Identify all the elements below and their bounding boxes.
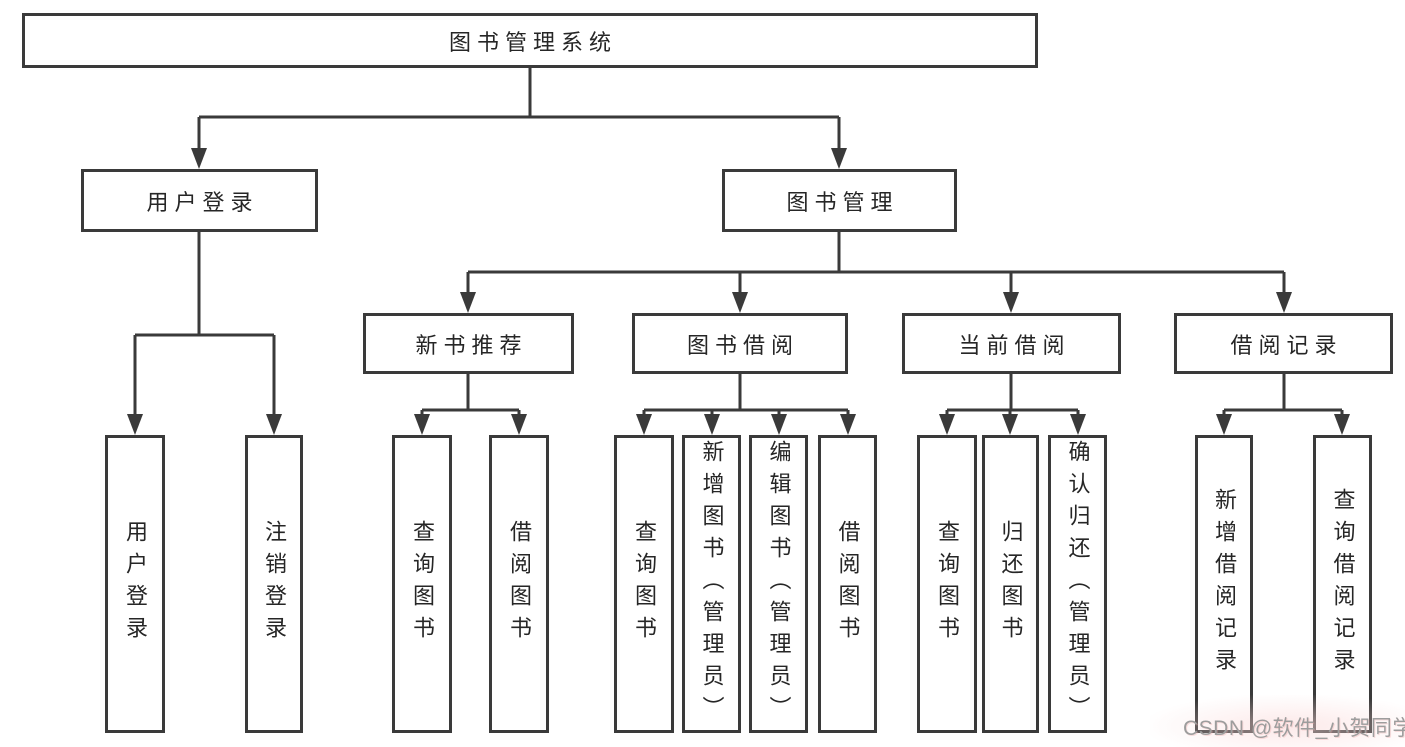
leaf-label: 用户登录	[123, 520, 148, 648]
leaf-label: 查询图书	[632, 520, 657, 648]
leaf-label: 借阅图书	[835, 520, 861, 648]
leaf-label: 归还图书	[998, 520, 1024, 648]
leaf-label: 新增图书（管理员）	[699, 440, 725, 728]
leaf-label: 查询借阅记录	[1330, 488, 1356, 680]
node-borrow-records: 借阅记录	[1174, 313, 1393, 374]
leaf-borrow-books-borrow: 借阅图书	[818, 435, 877, 733]
leaf-query-books-borrow: 查询图书	[614, 435, 674, 733]
leaf-query-books-current: 查询图书	[917, 435, 977, 733]
node-book-borrow: 图书借阅	[632, 313, 848, 374]
node-user-login: 用户登录	[81, 169, 318, 232]
leaf-label: 确认归还（管理员）	[1065, 440, 1091, 728]
leaf-return-book: 归还图书	[982, 435, 1039, 733]
leaf-label: 借阅图书	[507, 520, 532, 648]
node-new-book-recommend: 新书推荐	[363, 313, 574, 374]
leaf-add-borrow-record: 新增借阅记录	[1195, 435, 1253, 733]
arrowheads	[127, 148, 1350, 435]
leaf-label: 查询图书	[935, 520, 960, 648]
leaf-label: 查询图书	[410, 520, 435, 648]
leaf-query-books-newbooks: 查询图书	[392, 435, 452, 733]
leaf-edit-book-admin: 编辑图书（管理员）	[749, 435, 808, 733]
csdn-watermark: CSDN @软件_小贺同学	[1183, 717, 1405, 740]
leaf-confirm-return-admin: 确认归还（管理员）	[1048, 435, 1107, 733]
leaf-borrow-books-newbooks: 借阅图书	[489, 435, 549, 733]
leaf-user-login: 用户登录	[105, 435, 165, 733]
leaf-label: 编辑图书（管理员）	[766, 440, 792, 728]
node-book-management: 图书管理	[722, 169, 957, 232]
leaf-query-borrow-record: 查询借阅记录	[1313, 435, 1372, 733]
leaf-add-book-admin: 新增图书（管理员）	[682, 435, 741, 733]
leaf-label: 注销登录	[262, 520, 287, 648]
leaf-logout: 注销登录	[245, 435, 303, 733]
node-current-borrow: 当前借阅	[902, 313, 1121, 374]
node-root: 图书管理系统	[22, 13, 1038, 68]
leaf-label: 新增借阅记录	[1212, 488, 1237, 680]
